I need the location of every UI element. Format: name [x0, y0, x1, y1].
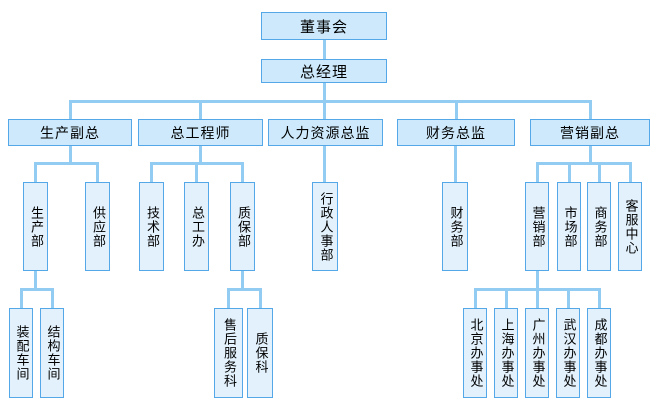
connector-line: [198, 146, 202, 163]
node-qa-dept: 质保部: [230, 182, 255, 271]
node-supply-dept: 供应部: [85, 182, 110, 271]
connector-line: [588, 100, 592, 119]
connector-line: [566, 288, 570, 308]
connector-line: [628, 162, 632, 182]
node-production-dept: 生产部: [23, 182, 48, 271]
connector-line: [19, 288, 23, 308]
connector-line: [240, 162, 244, 182]
connector-line: [195, 162, 198, 182]
node-structure-workshop: 结构车间: [40, 308, 64, 398]
connector-line: [50, 288, 54, 308]
node-finance-director: 财务总监: [397, 119, 515, 146]
connector-line: [240, 271, 244, 289]
node-wuhan-office: 武汉办事处: [556, 308, 580, 398]
connector-line: [68, 100, 72, 119]
connector-line: [34, 162, 99, 165]
node-business-dept: 商务部: [587, 182, 611, 271]
connector-line: [323, 100, 326, 119]
connector-line: [453, 146, 457, 182]
node-marketing-vp: 营销副总: [530, 119, 650, 146]
connector-line: [323, 83, 326, 103]
connector-line: [68, 100, 592, 103]
node-hr-director: 人力资源总监: [268, 119, 383, 146]
node-guangzhou-office: 广州办事处: [525, 308, 549, 398]
node-shanghai-office: 上海办事处: [494, 308, 518, 398]
connector-line: [567, 162, 571, 182]
connector-line: [588, 146, 592, 163]
connector-line: [535, 162, 539, 182]
node-chief-engineer-office: 总工办: [184, 182, 209, 271]
node-finance-dept: 财务部: [442, 182, 468, 271]
connector-line: [258, 288, 262, 308]
connector-line: [535, 162, 632, 165]
connector-line: [34, 271, 37, 289]
node-chengdu-office: 成都办事处: [587, 308, 611, 398]
connector-line: [34, 162, 37, 182]
node-assembly-workshop: 装配车间: [9, 308, 33, 398]
connector-line: [323, 146, 326, 182]
connector-line: [535, 271, 539, 289]
node-general-manager: 总经理: [261, 59, 387, 83]
connector-line: [227, 288, 230, 308]
node-production-vp: 生产副总: [8, 119, 132, 146]
connector-line: [535, 288, 539, 308]
node-beijing-office: 北京办事处: [463, 308, 487, 398]
connector-line: [322, 40, 326, 59]
connector-line: [96, 162, 99, 182]
connector-line: [454, 100, 458, 119]
connector-line: [198, 100, 202, 119]
connector-line: [227, 288, 262, 291]
connector-line: [68, 146, 72, 163]
connector-line: [19, 288, 54, 291]
node-customer-service-center: 客服中心: [618, 182, 642, 271]
connector-line: [597, 162, 601, 182]
node-qa-section: 质保科: [247, 308, 273, 398]
node-chief-engineer: 总工程师: [138, 119, 263, 146]
node-market-dept: 市场部: [557, 182, 581, 271]
connector-line: [504, 288, 508, 308]
node-aftersales-service-section: 售后服务科: [214, 308, 243, 398]
node-admin-hr-dept: 行政人事部: [312, 182, 338, 271]
node-marketing-dept: 营销部: [525, 182, 549, 271]
connector-line: [150, 162, 153, 182]
node-board-of-directors: 董事会: [261, 12, 387, 40]
connector-line: [473, 288, 477, 308]
node-technical-dept: 技术部: [139, 182, 164, 271]
connector-line: [597, 288, 601, 308]
